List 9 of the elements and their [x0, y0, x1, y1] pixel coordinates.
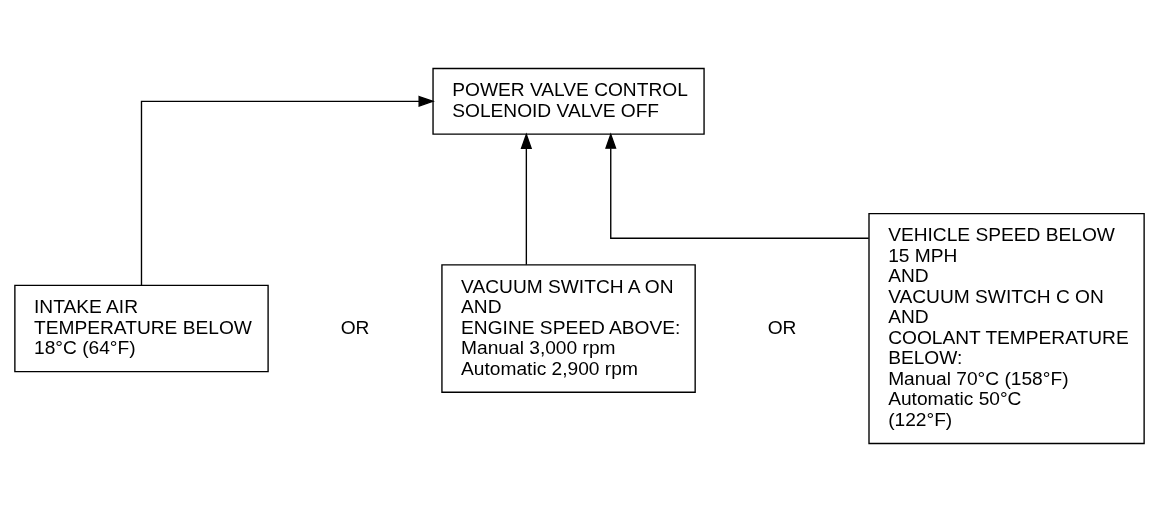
node-box: INTAKE AIR TEMPERATURE BELOW 18°C (64°F) — [14, 284, 269, 373]
node-box: VACUUM SWITCH A ON AND ENGINE SPEED ABOVE: Manual 3,000 rpm Automatic 2,900 rpm — [441, 264, 696, 393]
arrow — [140, 95, 435, 286]
label: OR — [767, 316, 797, 338]
label: OR — [340, 316, 370, 338]
arrow — [605, 132, 870, 239]
node-box: POWER VALVE CONTROL SOLENOID VALVE OFF — [432, 67, 705, 135]
node-box: VEHICLE SPEED BELOW 15 MPH AND VACUUM SWITCH C ON AND COOLANT TEMPERATURE BELOW: Manual 70°C (158°F) Automatic 50°C (122°F) — [868, 212, 1145, 445]
arrow — [520, 132, 533, 266]
